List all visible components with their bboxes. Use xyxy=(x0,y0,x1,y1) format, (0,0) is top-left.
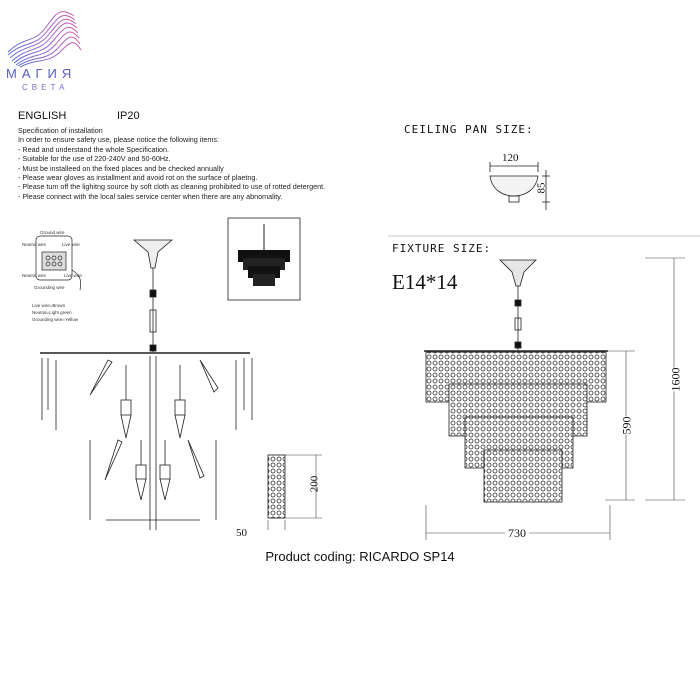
wiring-label: Live wire xyxy=(64,273,82,278)
wiring-diagram xyxy=(35,235,82,291)
spec-item: - Suitable for the use of 220-240V and 5… xyxy=(18,154,171,164)
spec-title: Specification of installation xyxy=(18,126,103,135)
width-dim: 730 xyxy=(505,526,529,541)
panel-width-dim: 50 xyxy=(236,527,247,539)
product-coding: Product coding: RICARDO SP14 xyxy=(265,549,455,564)
product-thumbnail xyxy=(227,217,301,301)
wiring-label: Live wire xyxy=(62,242,80,247)
crystal-panel-drawing xyxy=(267,454,286,519)
ip-rating: IP20 xyxy=(117,110,140,122)
ceiling-pan-width: 120 xyxy=(502,152,519,164)
wiring-legend-item: Live wire=Brown xyxy=(32,303,66,308)
brand-tagline: СВЕТА xyxy=(22,83,69,92)
wiring-legend: Live wire=Brown Neutral=Light green Grou… xyxy=(32,302,78,323)
spec-item: - Must be installeed on the fixed places… xyxy=(18,163,224,173)
spec-item: - Please connect with the local sales se… xyxy=(18,191,283,201)
exploded-view-drawing xyxy=(40,239,253,530)
ceiling-pan-label: CEILING PAN SIZE: xyxy=(404,123,534,136)
wiring-label: Neutral wire xyxy=(22,273,47,278)
fixture-drawing xyxy=(424,259,608,503)
brand-name: МАГИЯ xyxy=(6,66,77,81)
fixture-size-label: FIXTURE SIZE: xyxy=(392,242,492,255)
wiring-label: Ground wire xyxy=(40,230,65,235)
language-label: ENGLISH xyxy=(18,110,67,122)
spec-item: - Please tum off the lighitng source by … xyxy=(18,182,326,192)
wiring-label: Neutral wire xyxy=(22,242,47,247)
spec-item: - Please wear gloves as installment and … xyxy=(18,173,258,183)
wiring-legend-item: Neutral=Light green xyxy=(32,310,72,315)
installation-spec: Specification of installation In order t… xyxy=(18,126,325,201)
spec-item: - Read and understand the whole Specific… xyxy=(18,144,170,154)
logo-waves xyxy=(7,11,82,68)
ceiling-pan-height: 85 xyxy=(535,182,548,194)
total-height-dim: 1600 xyxy=(668,367,684,392)
body-height-dim: 590 xyxy=(619,416,635,435)
wiring-label: Grounding wire xyxy=(34,285,65,290)
panel-height-dim: 200 xyxy=(308,475,321,493)
bulb-spec: E14*14 xyxy=(392,270,458,294)
wiring-legend-item: Grounding wire=Yellow xyxy=(32,317,78,322)
spec-intro: In order to ensure safety use, please no… xyxy=(18,135,219,145)
ceiling-pan-drawing xyxy=(489,162,550,210)
